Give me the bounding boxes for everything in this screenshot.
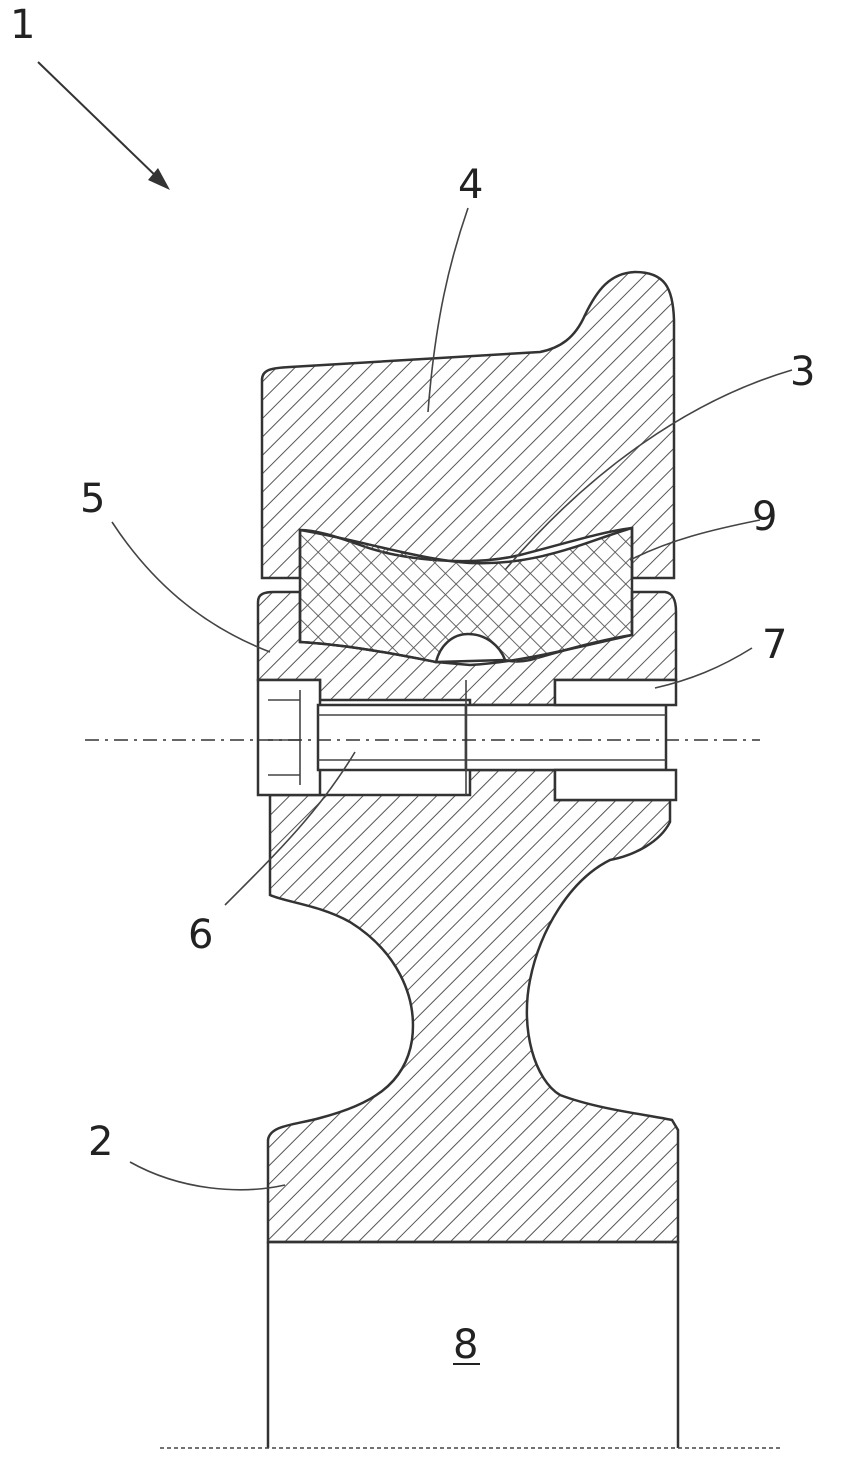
label-rail-head: 4 xyxy=(458,162,483,208)
label-support: 8 xyxy=(453,1322,478,1368)
rail-foot-body xyxy=(268,770,678,1242)
label-rail-foot: 2 xyxy=(88,1119,113,1165)
assembly-arrow xyxy=(38,62,160,180)
rail-head-body xyxy=(262,272,674,578)
label-assembly: 1 xyxy=(10,2,35,48)
leader-2 xyxy=(130,1162,285,1190)
label-bolt: 6 xyxy=(188,912,213,958)
label-bore: 7 xyxy=(762,622,787,668)
bolt-head xyxy=(258,680,320,795)
leader-5 xyxy=(112,522,270,652)
label-cavity: 9 xyxy=(752,494,777,540)
label-clamp-piece: 5 xyxy=(80,476,105,522)
label-insert: 3 xyxy=(790,349,815,395)
